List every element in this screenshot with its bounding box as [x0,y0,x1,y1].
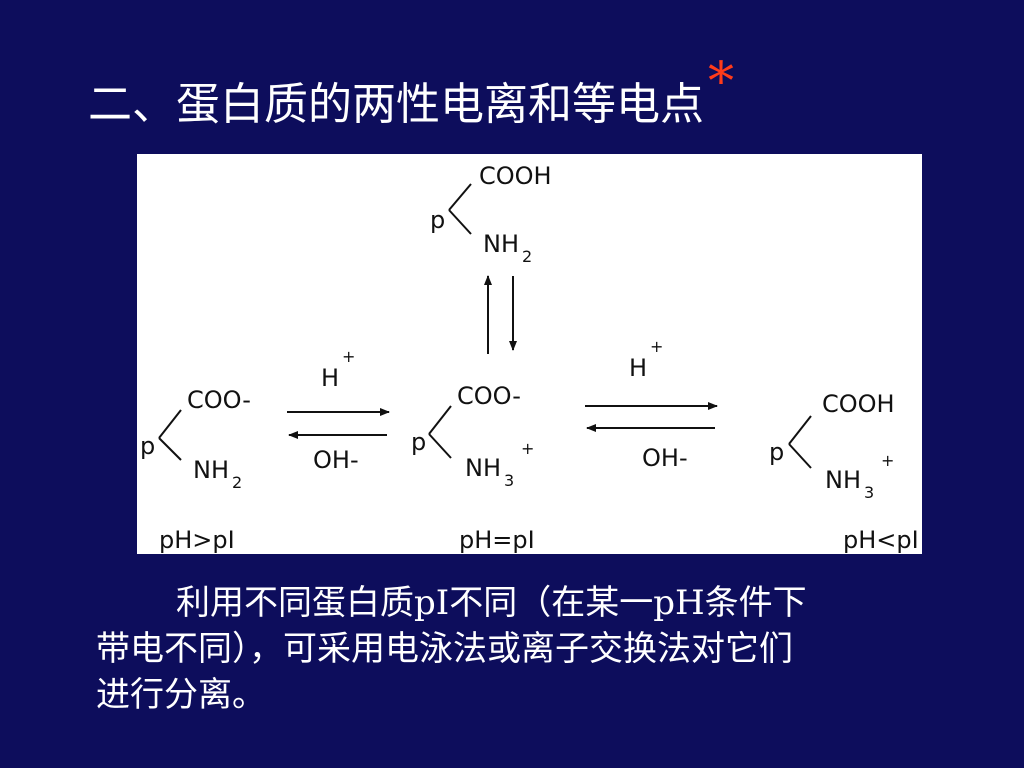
right-oh-label: OH- [642,444,688,472]
left-p-label: p [140,432,155,460]
right-bond-lower [788,443,812,469]
top-bond-upper [448,183,472,211]
left-oh-label: OH- [313,446,359,474]
top-nh-subscript: 2 [522,247,532,266]
body-paragraph: 利用不同蛋白质pI不同（在某一pH条件下 带电不同），可采用电泳法或离子交换法对… [96,580,956,718]
slide-title: 二、蛋白质的两性电离和等电点* [88,52,734,132]
center-bond-lower [428,433,452,459]
ionization-diagram-svg: p COOH NH 2 p COO- NH 2 pH>pI H + OH- [140,162,919,554]
right-arrows: H + OH- [585,337,718,472]
right-structure: p COOH NH 3 + pH<pI [769,390,919,554]
left-bond-lower [158,437,182,461]
top-bond-lower [448,209,472,235]
right-p-label: p [769,438,784,466]
left-nh-subscript: 2 [232,473,242,492]
title-star-mark: * [708,52,734,112]
right-h-label: H [629,354,647,382]
left-arrows: H + OH- [287,347,390,474]
left-coo-label: COO- [187,386,251,414]
left-h-charge: + [342,347,355,366]
center-charge: + [521,439,534,458]
top-nh-label: NH [483,230,519,258]
center-structure: p COO- NH 3 + pH=pI [411,382,535,554]
ionization-diagram: p COOH NH 2 p COO- NH 2 pH>pI H + OH- [137,154,922,554]
center-coo-label: COO- [457,382,521,410]
right-condition-label: pH<pI [843,526,919,554]
left-h-label: H [321,364,339,392]
right-nh-subscript: 3 [864,483,874,502]
right-bond-upper [788,415,812,445]
left-structure: p COO- NH 2 pH>pI [140,386,251,554]
paragraph-line-2: 带电不同），可采用电泳法或离子交换法对它们 [96,629,793,669]
paragraph-line-3: 进行分离。 [96,675,266,715]
center-bond-upper [428,405,452,435]
right-charge: + [881,451,894,470]
center-condition-label: pH=pI [459,526,535,554]
top-p-label: p [430,206,445,234]
left-nh-label: NH [193,456,229,484]
center-nh-subscript: 3 [504,471,514,490]
center-nh-label: NH [465,454,501,482]
top-structure: p COOH NH 2 [430,162,552,266]
center-p-label: p [411,428,426,456]
slide-title-text: 二、蛋白质的两性电离和等电点 [88,79,704,130]
right-nh-label: NH [825,466,861,494]
vertical-arrows [484,275,517,354]
right-h-charge: + [650,337,663,356]
left-condition-label: pH>pI [159,526,235,554]
right-cooh-label: COOH [822,390,895,418]
paragraph-line-1: 利用不同蛋白质pI不同（在某一pH条件下 [176,583,807,623]
left-bond-upper [158,409,182,439]
top-cooh-label: COOH [479,162,552,190]
